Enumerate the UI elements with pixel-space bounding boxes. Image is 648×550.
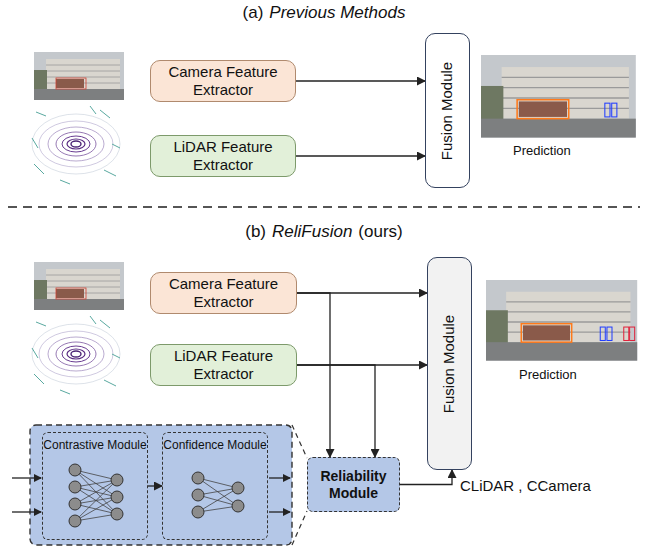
arrow-connector (296, 80, 425, 81)
node-text: Camera Feature Extractor (151, 63, 295, 99)
arrow-connector (297, 365, 375, 457)
fusion-box: Fusion Module (425, 33, 470, 188)
arrow-connector (297, 293, 330, 457)
node-text: LiDAR Feature Extractor (151, 138, 295, 174)
arrow-connector (148, 485, 162, 486)
heading-text: (a) (243, 3, 264, 22)
node-text: Camera Feature Extractor (151, 275, 296, 311)
module-box: Confidence Module (162, 432, 268, 540)
heading-text: (ours) (358, 222, 402, 241)
arrow-connector (296, 155, 425, 156)
module-box: Contrastive Module (42, 432, 148, 540)
heading-text: ReliFusion (272, 222, 352, 241)
node-text: LiDAR Feature Extractor (151, 347, 296, 383)
node-text: Contrastive Module (43, 438, 146, 452)
process-box: LiDAR Feature Extractor (150, 135, 296, 177)
caption-label: Prediction (513, 143, 571, 158)
process-box: Camera Feature Extractor (150, 60, 296, 102)
process-box: Reliability Module (307, 457, 400, 512)
caption-label: Prediction (519, 367, 577, 382)
arrow-connector (400, 470, 452, 485)
node-text: Fusion Module (441, 314, 459, 412)
node-text: Confidence Module (163, 438, 266, 452)
process-box: LiDAR Feature Extractor (150, 344, 297, 386)
section-heading: (a) Previous Methods (0, 3, 648, 23)
process-box: Camera Feature Extractor (150, 272, 297, 314)
node-text: Reliability Module (308, 468, 399, 502)
heading-text: (b) (245, 222, 266, 241)
heading-text: Previous Methods (269, 3, 405, 22)
section-heading: (b) ReliFusion (ours) (0, 222, 648, 242)
node-text: Fusion Module (439, 61, 457, 159)
edge-label: CLiDAR , CCamera (458, 477, 593, 494)
fusion-box: Fusion Module (427, 257, 472, 470)
